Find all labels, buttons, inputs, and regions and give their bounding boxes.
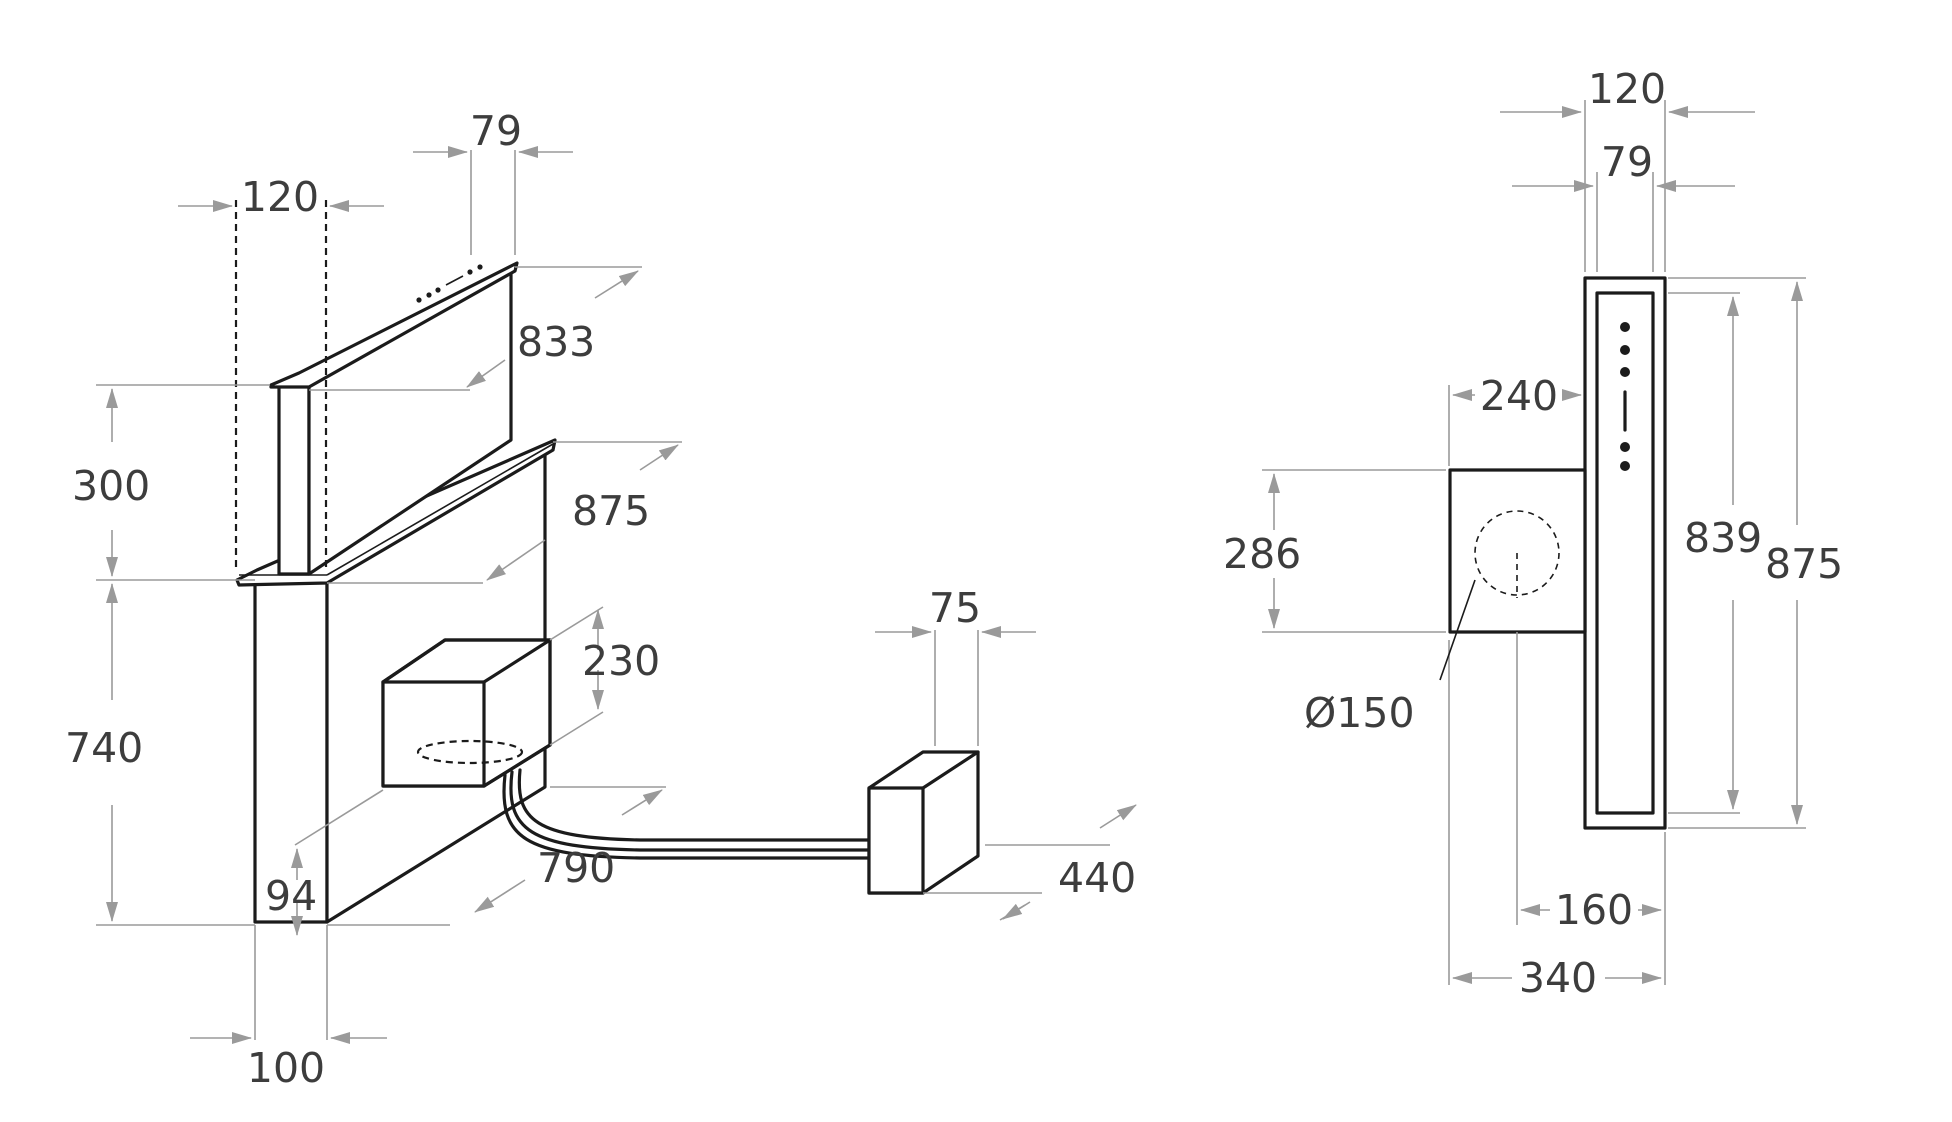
dim-label-inner-width: 79 xyxy=(1601,138,1653,186)
control-dot xyxy=(467,269,473,275)
dim-label-motor-height: 286 xyxy=(1223,530,1301,578)
dim-label-box-depth: 75 xyxy=(929,584,981,632)
motor-unit xyxy=(381,638,552,788)
control-dot xyxy=(1620,442,1630,452)
control-dot xyxy=(1620,345,1630,355)
front-view: 120 79 240 286 Ø150 839 875 160 340 xyxy=(1223,65,1843,1002)
dim-label-duct-offset: 160 xyxy=(1555,886,1633,934)
dim-label-upper-width: 120 xyxy=(241,173,319,221)
dim-label-inner-height: 839 xyxy=(1684,514,1762,562)
dim-label-motor-depth: 240 xyxy=(1480,372,1558,420)
control-dot xyxy=(416,297,422,303)
dim-label-outer-height: 875 xyxy=(1765,540,1843,588)
side-view: 79 120 833 300 875 230 740 94 790 100 75… xyxy=(65,107,1137,1092)
dim-label-base-width: 100 xyxy=(247,1044,325,1092)
dim-label-base-length: 875 xyxy=(572,487,650,535)
dim-label-base-height: 740 xyxy=(65,724,143,772)
dim-label-rise-height: 300 xyxy=(72,462,150,510)
flexible-duct xyxy=(502,768,872,860)
dim-label-total-depth: 340 xyxy=(1519,954,1597,1002)
side-dimensions xyxy=(96,146,1137,1044)
control-dot xyxy=(1620,322,1630,332)
dim-label-motor-height: 230 xyxy=(582,637,660,685)
control-dot xyxy=(435,287,441,293)
front-motor-unit xyxy=(1439,468,1587,985)
control-dot xyxy=(477,264,483,270)
dim-label-duct-length: 790 xyxy=(537,844,615,892)
raised-panel xyxy=(269,261,519,576)
front-panel xyxy=(1583,276,1667,830)
dim-label-duct-diameter: Ø150 xyxy=(1304,689,1415,737)
dim-label-box-length: 440 xyxy=(1058,854,1136,902)
dim-label-outer-width: 120 xyxy=(1588,65,1666,113)
dim-label-upper-length: 833 xyxy=(517,318,595,366)
external-box xyxy=(867,750,980,895)
dim-label-bottom-offset: 94 xyxy=(265,872,317,920)
control-dot xyxy=(1620,367,1630,377)
control-dot xyxy=(426,292,432,298)
front-dimensions xyxy=(1262,100,1806,985)
dim-label-top-depth: 79 xyxy=(470,107,522,155)
control-dot xyxy=(1620,461,1630,471)
